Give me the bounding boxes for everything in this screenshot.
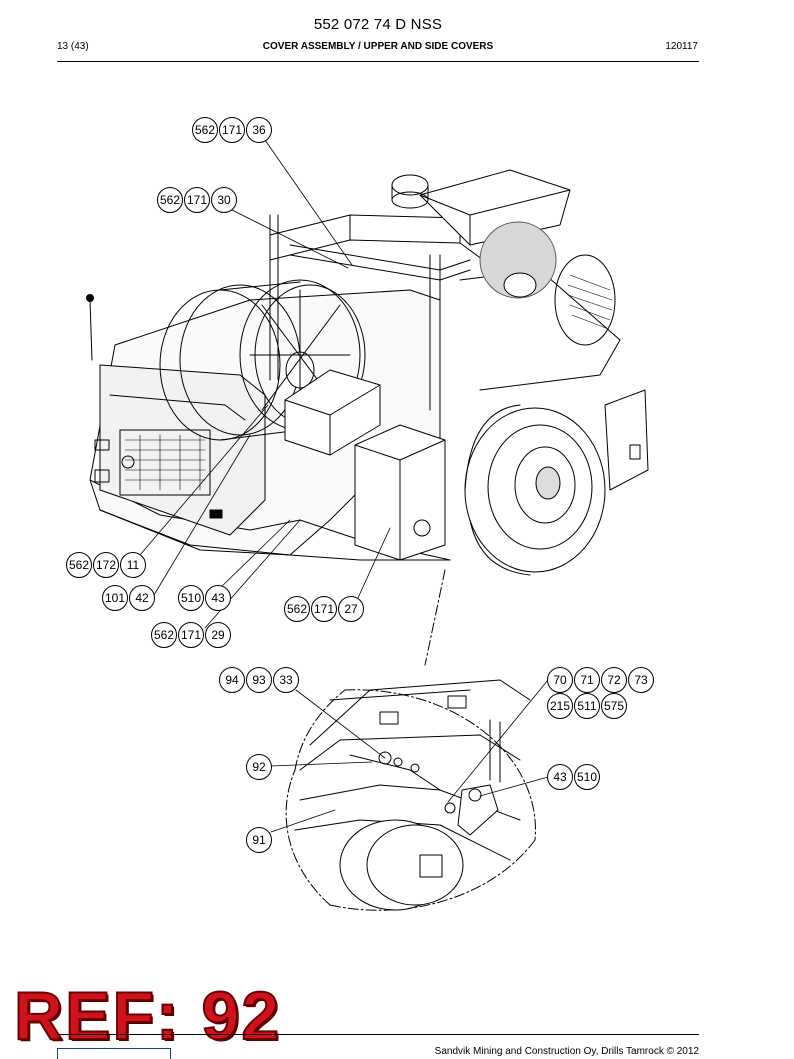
callout-label: 171	[222, 123, 242, 137]
callout-label: 94	[225, 673, 239, 687]
callout-label: 11	[127, 558, 140, 572]
callout-label: 510	[577, 770, 597, 784]
callout-label: 72	[607, 673, 621, 687]
callout-label: 575	[604, 699, 624, 713]
header-rule	[57, 61, 699, 62]
callout-label: 91	[252, 833, 266, 847]
callout-label: 171	[181, 628, 201, 642]
callout-label: 29	[211, 628, 225, 642]
callout-label: 562	[160, 193, 180, 207]
callout-label: 215	[550, 699, 570, 713]
callout-510-43: 510 43	[178, 585, 231, 611]
callout-label: 36	[252, 123, 266, 137]
callout-label: 93	[252, 673, 266, 687]
callout-label: 27	[344, 602, 358, 616]
callout-label: 171	[187, 193, 207, 207]
callout-562-171-29: 562 171 29	[151, 622, 231, 648]
exploded-parts-drawing: 562 171 36 562 171 30 562 172 11 101 42 …	[66, 117, 654, 911]
callout-label: 30	[217, 193, 231, 207]
callout-label: 562	[287, 602, 307, 616]
callout-562-172-11: 562 172 11	[66, 552, 146, 578]
callout-101-42: 101 42	[102, 585, 155, 611]
callout-215-511-575: 215 511 575	[547, 693, 627, 719]
footer-copyright: Sandvik Mining and Construction Oy, Dril…	[434, 1046, 699, 1057]
callout-label: 511	[577, 699, 596, 713]
callout-label: 92	[252, 760, 266, 774]
callout-562-171-30: 562 171 30	[157, 187, 237, 213]
callout-label: 101	[105, 591, 125, 605]
callout-70-71-72-73: 70 71 72 73	[547, 667, 654, 693]
callout-label: 562	[154, 628, 174, 642]
page-date: 120117	[665, 41, 698, 52]
doc-number: 552 072 74 D NSS	[313, 16, 443, 33]
callout-label: 43	[211, 591, 225, 605]
detail-view	[285, 569, 536, 911]
callout-label: 172	[96, 558, 116, 572]
footer-rule	[57, 1034, 699, 1035]
callout-label: 70	[553, 673, 567, 687]
callout-92: 92	[246, 754, 272, 780]
callout-label: 71	[580, 673, 594, 687]
callout-label: 510	[181, 591, 201, 605]
callout-562-171-27: 562 171 27	[284, 596, 364, 622]
ref-stamp: REF: 92	[13, 978, 282, 1054]
callout-label: 33	[279, 673, 293, 687]
footer-logo	[57, 1048, 171, 1059]
machine-illustration	[86, 169, 649, 576]
callout-91: 91	[246, 827, 272, 853]
callout-94-93-33: 94 93 33	[219, 667, 299, 693]
callout-label: 73	[634, 673, 648, 687]
callout-label: 43	[553, 770, 567, 784]
callout-label: 42	[135, 591, 149, 605]
page-number: 13 (43)	[57, 41, 89, 52]
callout-label: 562	[69, 558, 89, 572]
page-title: COVER ASSEMBLY / UPPER AND SIDE COVERS	[262, 41, 494, 52]
callouts: 562 171 36 562 171 30 562 172 11 101 42 …	[66, 117, 654, 853]
callout-label: 562	[195, 123, 215, 137]
callout-43-510: 43 510	[547, 764, 600, 790]
callout-label: 171	[314, 602, 334, 616]
callout-562-171-36: 562 171 36	[192, 117, 272, 143]
